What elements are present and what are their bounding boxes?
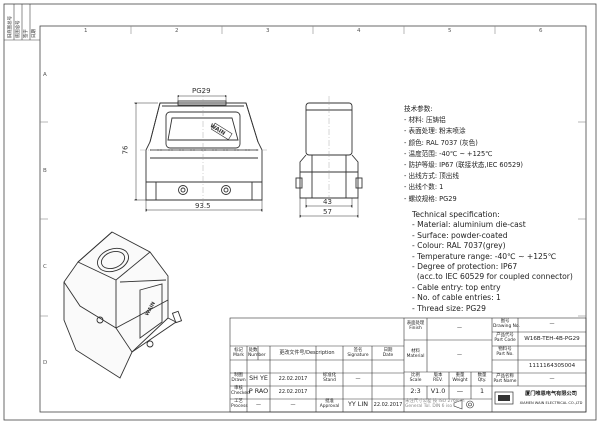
dim-height: 76 — [121, 145, 130, 155]
approval-date: 22.02.2017 — [373, 402, 403, 408]
spec-en-line: - Colour: RAL 7037(grey) — [412, 241, 506, 251]
spec-cn-line: - 温度范围: -40℃ ~ +125℃ — [404, 149, 493, 158]
projection-symbol-icon — [453, 399, 474, 410]
spec-cn: 技术参数: - 材料: 压铸铝 - 表面处理: 粉末喷涂 - 颜色: RAL 7… — [404, 104, 523, 205]
spec-en-line: - Cable entry: top entry — [412, 282, 501, 292]
grid-row-b: B — [43, 168, 47, 174]
dim-side-outer: 57 — [323, 208, 332, 216]
drawn-name: SH YE — [249, 374, 268, 382]
spec-en: Technical specification: - Material: alu… — [412, 210, 573, 314]
part-name-val: — — [549, 376, 555, 382]
checked-date: 22.02.2017 — [278, 389, 308, 395]
spec-cn-line: - 表面处理: 粉末喷涂 — [404, 127, 466, 136]
approval-name: YY LIN — [347, 400, 369, 408]
isometric-view — [63, 231, 183, 379]
spec-en-line: - Temperature range: -40℃ ~ +125℃ — [412, 251, 557, 261]
grid-col-3: 3 — [266, 28, 270, 34]
spec-en-line: - No. of cable entries: 1 — [412, 293, 501, 303]
spec-cn-line: - 螺纹规格: PG29 — [404, 194, 457, 203]
grid-col-4: 4 — [357, 28, 361, 34]
grid-col-2: 2 — [175, 28, 179, 34]
qty-val: 1 — [479, 387, 485, 395]
outer-frame — [3, 3, 597, 421]
spec-en-line: - Material: aluminium die-cast — [412, 220, 526, 230]
weight-val: — — [456, 387, 464, 395]
spec-en-title: Technical specification: — [412, 210, 500, 219]
dim-width: 93.5 — [195, 202, 211, 210]
version-val: V1.0 — [430, 387, 446, 395]
material-val: — — [457, 352, 462, 358]
grid-row-c: C — [43, 264, 47, 270]
spec-cn-line: - 颜色: RAL 7037 (灰色) — [404, 138, 478, 147]
spec-en-line: - Thread size: PG29 — [412, 303, 486, 313]
front-view — [145, 100, 263, 201]
company-name-en: XIAMEN WAIN ELECTRICAL CO.,LTD — [519, 401, 583, 405]
grid-col-6: 6 — [539, 28, 543, 34]
strip-label-1: 旧底图总号 — [8, 16, 13, 38]
drawing-no-val: — — [549, 321, 555, 327]
spec-cn-title: 技术参数: — [404, 105, 433, 113]
process-date: — — [290, 402, 296, 408]
strip-label-3: 签字 — [24, 29, 29, 38]
drawn-date: 22.02.2017 — [278, 376, 308, 382]
company-name-cn: 厦门唯恩电气有限公司 — [525, 391, 577, 397]
dim-side-inner: 43 — [323, 198, 332, 206]
process-name: — — [256, 402, 261, 408]
spec-cn-line: - 出线方式: 顶出线 — [404, 172, 459, 181]
spec-en-line: (acc.to IEC 60529 for coupled connector) — [412, 272, 573, 282]
grid-row-a: A — [43, 72, 47, 78]
part-code-val: W16B-TEH-4B-PG29 — [524, 336, 580, 342]
spec-en-line: - Surface: powder-coated — [412, 230, 508, 240]
strip-label-4: 日期 — [32, 29, 37, 38]
spec-cn-line: - 出线个数: 1 — [404, 183, 444, 192]
checked-name: P RAO — [248, 387, 269, 395]
grid-col-1: 1 — [84, 28, 88, 34]
company-logo-icon — [494, 391, 514, 405]
spec-en-line: - Degree of protection: IP67 — [412, 262, 518, 272]
dim-pg29: PG29 — [192, 87, 211, 95]
rev-description: 更改文件号/Description — [279, 350, 335, 356]
grid-col-5: 5 — [448, 28, 452, 34]
scale-val: 2:3 — [410, 387, 421, 395]
spec-cn-line: - 材料: 压铸铝 — [404, 116, 446, 125]
finish-val: — — [457, 325, 462, 331]
stand-val: — — [355, 376, 361, 382]
grid-row-d: D — [43, 360, 48, 366]
front-logo — [210, 122, 233, 141]
title-block — [229, 317, 587, 413]
part-no-val: 1111164305004 — [528, 363, 576, 369]
strip-label-2: 底图总号 — [16, 20, 21, 38]
side-view — [295, 102, 363, 199]
spec-cn-line: - 防护等级: IP67 (联接状态,IEC 60529) — [404, 161, 523, 170]
